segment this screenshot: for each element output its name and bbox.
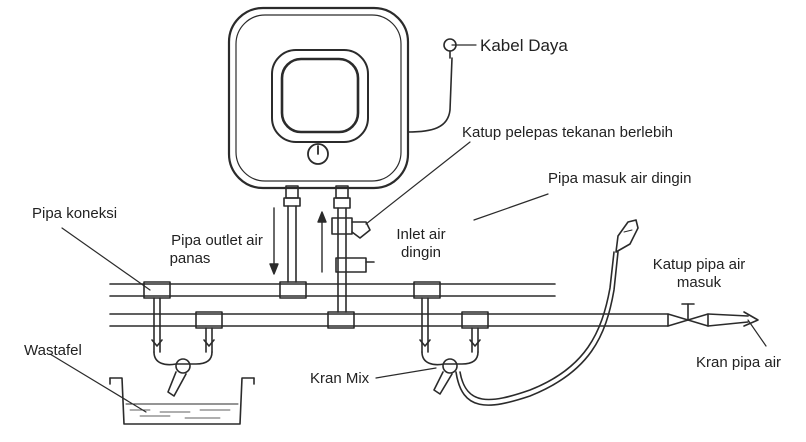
thermostat-knob xyxy=(307,143,329,165)
pipe-fittings xyxy=(143,281,489,329)
label-power-cable: Kabel Daya xyxy=(480,36,568,55)
label-supply-tap: Kran pipa air xyxy=(696,354,782,371)
label-hot-outlet-1: Pipa outlet air xyxy=(171,232,263,249)
shower-hose xyxy=(455,251,619,406)
label-hot-outlet-2: panas xyxy=(169,250,211,267)
left-mix-tap-assembly xyxy=(151,297,215,397)
right-mix-tap-assembly xyxy=(419,297,481,395)
flow-arrows xyxy=(269,207,327,275)
hot-water-line xyxy=(109,283,556,297)
sink xyxy=(109,377,255,425)
water-heater-tank xyxy=(227,6,410,190)
right-mix-tap-knob xyxy=(442,358,458,374)
shower-head xyxy=(615,219,639,253)
cold-inlet-pipe xyxy=(327,185,375,329)
inlet-valve xyxy=(667,303,759,327)
label-cold-inlet-pipe: Pipa masuk air dingin xyxy=(548,170,692,187)
relief-valve-body xyxy=(331,217,353,235)
label-cold-inlet-2: dingin xyxy=(400,244,442,261)
label-mix-tap: Kran Mix xyxy=(310,370,370,387)
tee-fitting-hot xyxy=(279,281,307,299)
label-connection-pipe: Pipa koneksi xyxy=(32,205,118,222)
check-valve xyxy=(335,257,367,273)
tee-fitting-cold xyxy=(327,311,355,329)
left-mix-tap-knob xyxy=(175,358,191,374)
power-cable xyxy=(407,38,457,133)
cold-water-line xyxy=(109,313,669,327)
label-cold-inlet-1: Inlet air xyxy=(396,226,446,243)
label-sink: Wastafel xyxy=(24,342,82,359)
label-inlet-valve-1: Katup pipa air xyxy=(652,256,746,273)
hot-outlet-pipe xyxy=(279,185,307,299)
label-inlet-valve-2: masuk xyxy=(676,274,722,291)
label-relief-valve: Katup pelepas tekanan berlebih xyxy=(462,124,673,141)
leader-lines xyxy=(49,44,767,413)
